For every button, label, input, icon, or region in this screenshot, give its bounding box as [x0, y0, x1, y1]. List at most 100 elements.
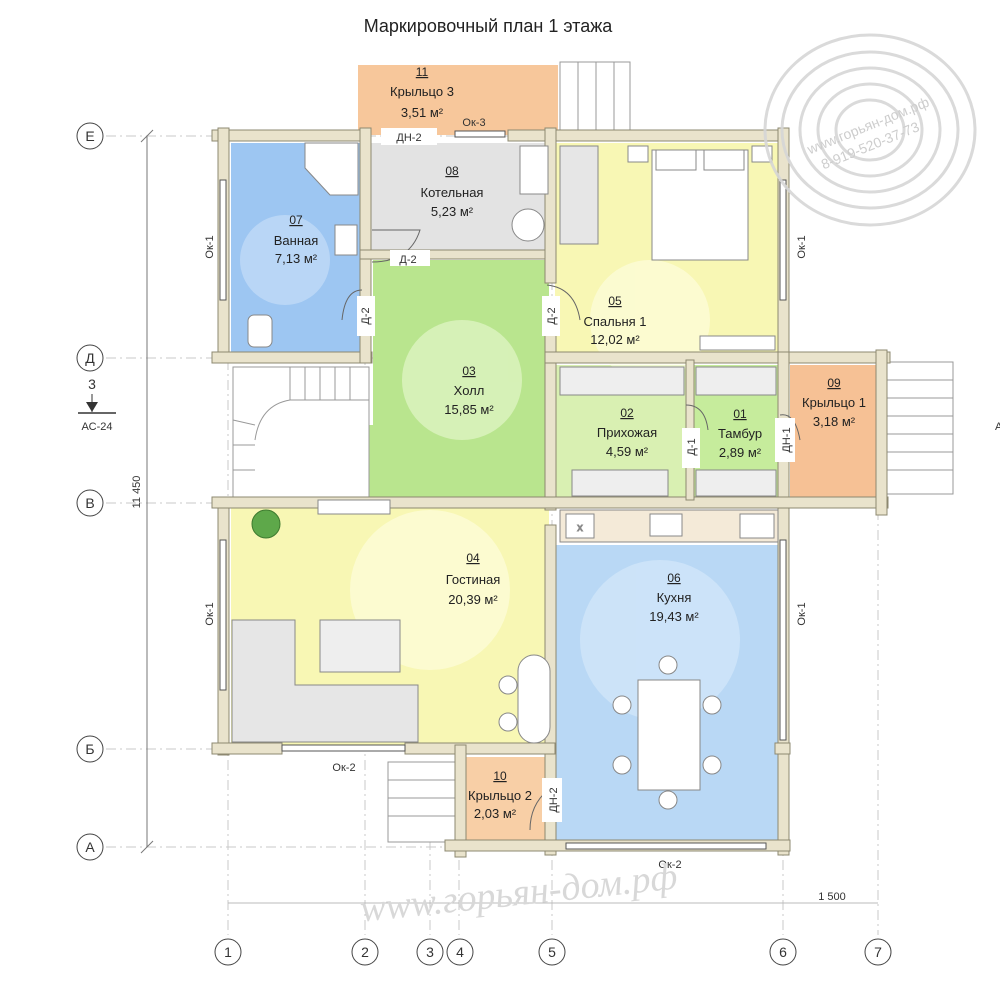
- room-fill-porch-1: [790, 365, 880, 500]
- room-labels: 11 Крыльцо 3 3,51 м² 08 Котельная 5,23 м…: [274, 65, 866, 821]
- tv-stand: [317, 499, 391, 515]
- room-area: 3,18 м²: [813, 414, 856, 429]
- steps-right: [886, 361, 954, 495]
- mark-d2-bath: Д-2: [360, 307, 372, 324]
- mark-ok1-living: Ок-1: [204, 602, 216, 625]
- hallway-wardrobe: [559, 366, 685, 396]
- fridge: [565, 513, 595, 539]
- dining-chair: [702, 695, 722, 715]
- bar-stool: [498, 675, 518, 695]
- room-name: Ванная: [274, 233, 319, 248]
- room-name: Кухня: [657, 590, 692, 605]
- axis-col-label: 1: [224, 944, 232, 960]
- mark-ok3: Ок-3: [462, 117, 485, 129]
- pillow-left: [655, 149, 697, 171]
- axis-col-label: 5: [548, 944, 556, 960]
- coffee-table: [319, 619, 401, 673]
- room-number: 03: [462, 364, 476, 378]
- overall-dimension: 11 450: [131, 476, 143, 509]
- toilet: [247, 314, 273, 348]
- boiler-fixtures: [511, 145, 549, 242]
- dimension-right: 1 500: [818, 891, 846, 903]
- pillow-right: [703, 149, 745, 171]
- nightstand-left: [627, 145, 649, 163]
- room-area: 15,85 м²: [444, 402, 494, 417]
- room-area: 3,51 м²: [401, 105, 444, 120]
- vestibule-shelf: [695, 469, 777, 497]
- mark-ok2-kitchen: Ок-2: [658, 859, 681, 871]
- room-number: 07: [289, 213, 303, 227]
- dimension-line-left: 11 450: [131, 129, 154, 854]
- room-name: Котельная: [421, 185, 484, 200]
- room-number: 09: [827, 376, 841, 390]
- room-name: Крыльцо 1: [802, 395, 866, 410]
- boiler-unit: [519, 145, 549, 195]
- room-area: 2,03 м²: [474, 806, 517, 821]
- dining-chair: [612, 695, 632, 715]
- room-number: 04: [466, 551, 480, 565]
- room-number: 01: [733, 407, 747, 421]
- porch-steps: [387, 61, 954, 843]
- bath-fixtures: [247, 142, 359, 348]
- dining-chair: [702, 755, 722, 775]
- corner-sofa: [231, 619, 419, 743]
- room-number: 11: [416, 65, 429, 79]
- room-number: 05: [608, 294, 622, 308]
- watermark-stamp: www.горьян-дом.рф 8-919-520-37-73: [763, 33, 977, 227]
- room-area: 19,43 м²: [649, 609, 699, 624]
- bar-counter: [517, 654, 551, 744]
- room-area: 20,39 м²: [448, 592, 498, 607]
- cooktop: [739, 513, 775, 539]
- room-name: Холл: [454, 383, 485, 398]
- axis-col-label: 4: [456, 944, 464, 960]
- steps-top: [559, 61, 631, 131]
- steps-bottom: [387, 761, 457, 843]
- hallway-bench: [571, 469, 669, 497]
- fridge-mark: x: [577, 522, 583, 534]
- section-number: 3: [88, 376, 96, 392]
- desk: [699, 335, 776, 351]
- axis-col-label: 3: [426, 944, 434, 960]
- mark-ok2-living: Ок-2: [332, 762, 355, 774]
- room-fill-porch-2: [460, 757, 550, 843]
- mark-d1: Д-1: [686, 438, 698, 455]
- section-mark-left: 3 АС-24: [78, 376, 116, 433]
- dimension-line-bottom: 1 500: [228, 891, 878, 904]
- water-tank: [511, 208, 545, 242]
- living-furniture: [231, 499, 551, 744]
- sink: [649, 513, 683, 537]
- dining-chair: [658, 655, 678, 675]
- room-name: Гостиная: [446, 572, 501, 587]
- room-area: 12,02 м²: [590, 332, 640, 347]
- room-area: 2,89 м²: [719, 445, 762, 460]
- mark-ok1-kitchen: Ок-1: [796, 602, 808, 625]
- mark-dn1: ДН-1: [781, 427, 793, 452]
- bedroom-furniture: [559, 145, 776, 351]
- room-number: 06: [667, 571, 681, 585]
- axis-col-label: 7: [874, 944, 882, 960]
- section-sheet-right: А: [995, 421, 1000, 433]
- axis-row-label: Д: [85, 350, 95, 366]
- axis-row-label: Е: [85, 128, 94, 144]
- plant-icon: [251, 509, 281, 539]
- room-number: 02: [620, 406, 634, 420]
- kitchen-furniture: x: [559, 509, 779, 810]
- wardrobe: [559, 145, 599, 245]
- plan-title: Маркировочный план 1 этажа: [364, 16, 614, 36]
- door-bedroom-swing: [546, 284, 581, 321]
- room-area: 5,23 м²: [431, 204, 474, 219]
- mark-dn2-top: ДН-2: [396, 132, 421, 144]
- washbasin: [334, 224, 358, 256]
- room-fill-porch-3: [358, 65, 558, 135]
- row-axis-markers: Е Д В Б А: [76, 122, 104, 861]
- dining-chair: [612, 755, 632, 775]
- bar-stool: [498, 712, 518, 732]
- axis-row-label: А: [85, 839, 95, 855]
- room-name: Крыльцо 3: [390, 84, 454, 99]
- room-area: 4,59 м²: [606, 444, 649, 459]
- windows: [219, 130, 787, 850]
- mark-d2-boiler: Д-2: [399, 254, 416, 266]
- shower-cabin: [304, 142, 359, 196]
- room-number: 08: [445, 164, 459, 178]
